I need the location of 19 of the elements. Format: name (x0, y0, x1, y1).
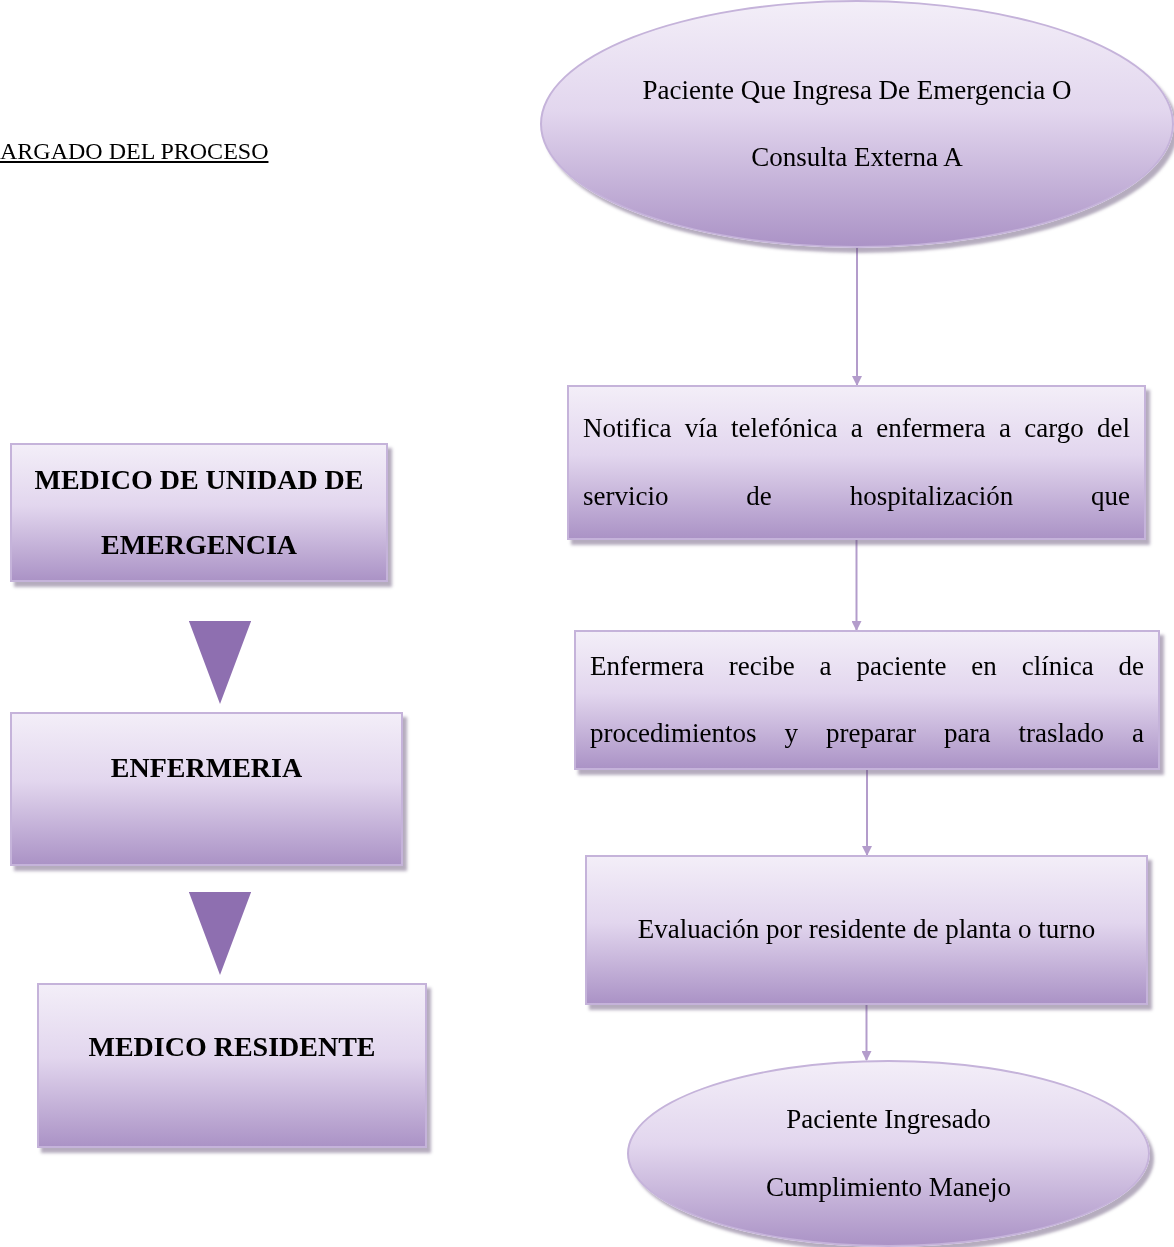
node-text: MEDICO RESIDENTE (87, 1030, 377, 1064)
node-text: Paciente Que Ingresa De Emergencia O Consulta Externa A (641, 73, 1073, 174)
process-box (10, 443, 388, 582)
arrow (851, 539, 862, 631)
process-box (10, 712, 403, 866)
node-text: Enfermera recibe a paciente en clínica de procedimientos y preparar para traslado a (590, 649, 1144, 750)
node-text: Paciente Ingresado Cumplimiento Manejo (764, 1103, 1013, 1204)
node-text: MEDICO DE UNIDAD DE EMERGENCIA (33, 463, 365, 562)
title: ARGADO DEL PROCESO (0, 138, 269, 165)
arrow (862, 769, 872, 856)
process-box (574, 630, 1160, 770)
node-text: ENFERMERIA (109, 751, 304, 785)
process-box (37, 983, 427, 1148)
node-text: Evaluación por residente de planta o turno (636, 913, 1097, 947)
arrow (852, 247, 862, 386)
process-box (567, 385, 1146, 540)
node-text: Notifica vía telefónica a enfermera a cargo del servicio de hospitalización que (583, 412, 1130, 513)
arrow (861, 1004, 872, 1061)
process-box (585, 855, 1148, 1005)
